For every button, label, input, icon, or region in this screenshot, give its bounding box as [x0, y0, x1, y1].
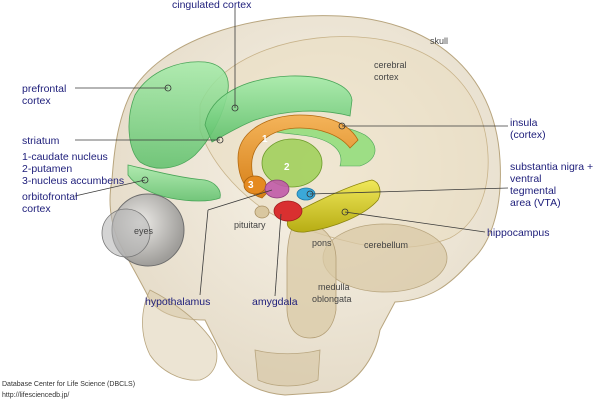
label-medulla-1: medulla: [318, 282, 350, 292]
credit-line-2: http://lifesciencedb.jp/: [2, 392, 70, 399]
label-cingulated-cortex: cingulated cortex: [172, 0, 252, 11]
label-hippocampus: hippocampus: [487, 227, 549, 239]
label-substantia-4: area (VTA): [510, 197, 561, 209]
leader-lines: [74, 8, 509, 297]
leader-dot-hippocampus: [341, 208, 349, 216]
label-insula-2: (cortex): [510, 129, 546, 141]
label-striatum: striatum: [22, 135, 60, 147]
label-eyes: eyes: [134, 226, 154, 236]
leader-dot-substantia: [306, 190, 314, 198]
label-substantia-1: substantia nigra +: [510, 161, 593, 173]
credit-line-1: Database Center for Life Science (DBCLS): [2, 381, 136, 388]
label-striatum-3: 3-nucleus accumbens: [22, 175, 124, 187]
label-orbitofrontal-2: cortex: [22, 203, 51, 215]
credit-block: Database Center for Life Science (DBCLS)…: [2, 379, 135, 401]
label-insula-1: insula: [510, 117, 538, 129]
cingulate-cortex-shape: [204, 75, 353, 143]
label-striatum-1: 1-caudate nucleus: [22, 151, 108, 163]
eyes-shape: [101, 193, 185, 267]
hypothalamus-shape: [264, 179, 290, 199]
leader-dot-striatum: [216, 136, 224, 144]
leader-hypothalamus: [199, 209, 209, 296]
label-cerebral-cortex-2: cortex: [374, 72, 399, 82]
label-substantia-3: tegmental: [510, 185, 556, 197]
orbitofrontal-cortex-shape: [127, 164, 221, 202]
label-striatum-2: 2-putamen: [22, 163, 72, 175]
label-pituitary: pituitary: [234, 220, 266, 230]
num-marker-caudate: 1: [262, 134, 268, 145]
leader-substantia: [309, 187, 509, 195]
leader-hippocampus: [344, 211, 486, 233]
putamen-shape: [261, 138, 323, 188]
label-prefrontal-2: cortex: [22, 95, 51, 107]
label-medulla-2: oblongata: [312, 294, 352, 304]
label-hypothalamus: hypothalamus: [145, 296, 210, 308]
num-marker-putamen: 2: [284, 162, 290, 173]
num-marker-accumbens: 3: [248, 180, 254, 191]
label-skull: skull: [430, 36, 448, 46]
brainstem-shape: [286, 221, 337, 339]
leader-hypothalamus-2: [207, 189, 273, 211]
pituitary-shape: [254, 205, 270, 219]
label-prefrontal-1: prefrontal: [22, 83, 66, 95]
leader-dot-cingulated: [231, 104, 239, 112]
label-pons: pons: [312, 238, 332, 248]
label-substantia-2: ventral: [510, 173, 542, 185]
leader-orbitofrontal: [74, 179, 146, 197]
label-orbitofrontal-1: orbitofrontal: [22, 191, 77, 203]
label-amygdala: amygdala: [252, 296, 298, 308]
label-cerebral-cortex-1: cerebral: [374, 60, 407, 70]
amygdala-shape: [273, 200, 303, 222]
leader-dot-prefrontal: [164, 84, 172, 92]
label-cerebellum: cerebellum: [364, 240, 408, 250]
leader-dot-orbitofrontal: [141, 176, 149, 184]
hippocampus-shape: [286, 179, 381, 233]
leader-amygdala: [274, 213, 282, 297]
leader-dot-insula: [338, 122, 346, 130]
